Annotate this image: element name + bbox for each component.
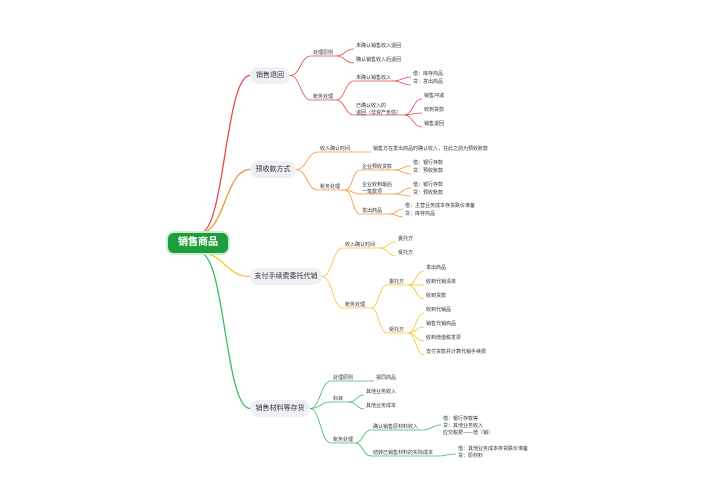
debit-inventory[interactable]: 借：库存商品 bbox=[413, 71, 444, 77]
final-payment-received[interactable]: 企业收到最后 一笔款项 bbox=[362, 182, 393, 195]
connector bbox=[354, 429, 372, 444]
connector bbox=[344, 169, 361, 191]
consign-revenue-time[interactable]: 收入确认时间 bbox=[345, 242, 376, 248]
sales-return-accounting[interactable]: 账务处理 bbox=[313, 94, 334, 100]
connector bbox=[393, 193, 412, 197]
connector bbox=[335, 80, 355, 101]
connector bbox=[289, 55, 312, 76]
connector bbox=[379, 247, 397, 257]
connector bbox=[199, 252, 251, 410]
debit-main-cost[interactable]: 借：主营业务成本存货跌价准备 bbox=[405, 203, 476, 209]
consignor[interactable]: 委托方 bbox=[398, 236, 414, 242]
advance-revenue-rule[interactable]: 销售方在发出商品时确认收入，在此之前为预收账款 bbox=[373, 146, 489, 152]
connector bbox=[348, 401, 365, 410]
connector bbox=[407, 284, 425, 300]
other-income[interactable]: 其他业务收入 bbox=[366, 389, 397, 395]
unrecognized-revenue[interactable]: 未确认销售收入 bbox=[356, 75, 392, 81]
treated-as-goods[interactable]: 视同商品 bbox=[376, 375, 397, 381]
consignor-payment[interactable]: 收到货款 bbox=[426, 293, 447, 299]
material-principle[interactable]: 处理原则 bbox=[333, 375, 354, 381]
connector bbox=[344, 189, 361, 215]
other-cost[interactable]: 其他业务成本 bbox=[366, 403, 397, 409]
sales-return-item[interactable]: 销售退回 bbox=[424, 121, 445, 127]
connector bbox=[392, 76, 412, 82]
connector bbox=[389, 213, 404, 218]
branch-sales-return[interactable]: 销售退回 bbox=[250, 67, 290, 84]
connector bbox=[335, 48, 355, 57]
connector bbox=[309, 380, 332, 409]
connector bbox=[407, 270, 425, 286]
material-revenue-entry[interactable]: 借：银行存款等 贷：其他业务收入 应交税费——增（销） bbox=[443, 416, 494, 436]
final-credit-receivable[interactable]: 贷：预收账款 bbox=[413, 190, 444, 196]
connector bbox=[335, 55, 355, 64]
consignee-accounting[interactable]: 受托方 bbox=[389, 327, 405, 333]
connector bbox=[354, 442, 372, 457]
credit-inventory[interactable]: 贷：库存商品 bbox=[405, 211, 436, 217]
connector bbox=[389, 208, 404, 215]
connector bbox=[199, 168, 251, 234]
advance-debit-bank[interactable]: 借：银行存款 bbox=[413, 160, 444, 166]
connector bbox=[370, 307, 388, 334]
connector bbox=[407, 312, 425, 334]
consignee-invoice[interactable]: 收到增值税发票 bbox=[426, 335, 462, 341]
advance-accounting[interactable]: 账务处理 bbox=[320, 184, 341, 190]
material-revenue[interactable]: 确认销售原材料收入 bbox=[373, 424, 419, 430]
material-accounting[interactable]: 账务处理 bbox=[333, 437, 354, 443]
recognized-return[interactable]: 确认销售收入后退回 bbox=[356, 57, 402, 63]
connector bbox=[370, 284, 388, 309]
advance-credit-receivable[interactable]: 贷：预收账款 bbox=[413, 168, 444, 174]
connector bbox=[393, 169, 412, 175]
connector bbox=[437, 453, 457, 457]
consignor-accounting[interactable]: 委托方 bbox=[389, 279, 405, 285]
material-accounts[interactable]: 科目 bbox=[333, 396, 344, 402]
connector bbox=[379, 241, 397, 249]
connector bbox=[309, 401, 332, 409]
connector bbox=[403, 114, 423, 128]
recognized-revenue-return[interactable]: 已确认收入的 退回（非资产负债） bbox=[356, 103, 402, 116]
credit-shipped-goods[interactable]: 贷：发出商品 bbox=[413, 79, 444, 85]
consignee-receive[interactable]: 收到代销品 bbox=[426, 307, 452, 313]
connector bbox=[309, 408, 332, 444]
connector bbox=[321, 276, 344, 309]
consignor-ship[interactable]: 发出商品 bbox=[426, 265, 447, 271]
connector bbox=[295, 151, 319, 170]
connector bbox=[295, 169, 319, 191]
connector bbox=[335, 99, 355, 116]
connector bbox=[407, 332, 425, 356]
consignee-sell[interactable]: 销售代销商品 bbox=[426, 321, 457, 327]
connector bbox=[199, 74, 251, 234]
connector bbox=[393, 165, 412, 171]
material-cost-transfer[interactable]: 结转已销售材料的实际成本 bbox=[373, 450, 434, 456]
advance-received[interactable]: 企业预收货款 bbox=[362, 164, 393, 170]
consignee-pay-fee[interactable]: 支付货款并计算代销手续费 bbox=[426, 349, 487, 355]
consignee[interactable]: 受托方 bbox=[398, 250, 414, 256]
branch-material-sales[interactable]: 销售材料等存货 bbox=[250, 400, 310, 417]
consign-accounting[interactable]: 账务处理 bbox=[345, 302, 366, 308]
connector bbox=[393, 187, 412, 195]
final-debit-bank[interactable]: 借：银行存款 bbox=[413, 182, 444, 188]
connector bbox=[422, 424, 442, 431]
root-node[interactable]: 销售商品 bbox=[168, 233, 228, 253]
connector bbox=[289, 75, 312, 101]
goods-shipped[interactable]: 发出商品 bbox=[362, 208, 383, 214]
connector bbox=[392, 80, 412, 86]
branch-consignment[interactable]: 支付手续费委托代销 bbox=[250, 268, 322, 285]
connector bbox=[321, 247, 344, 277]
consignor-list[interactable]: 收到代销清单 bbox=[426, 279, 457, 285]
sales-offset[interactable]: 销售冲减 bbox=[424, 93, 445, 99]
advance-revenue-time[interactable]: 收入确认时间 bbox=[320, 146, 351, 152]
unrecognized-return[interactable]: 未确认销售收入退回 bbox=[356, 43, 402, 49]
sales-return-principle[interactable]: 处理原则 bbox=[313, 50, 334, 56]
payment-received[interactable]: 收到货款 bbox=[424, 107, 445, 113]
connector bbox=[403, 98, 423, 116]
material-cost-entry[interactable]: 借：其他业务成本存货跌价准备 贷：原材料 bbox=[458, 446, 529, 459]
branch-advance-payment[interactable]: 预收款方式 bbox=[250, 161, 296, 178]
connector bbox=[199, 252, 251, 278]
connector bbox=[348, 394, 365, 403]
